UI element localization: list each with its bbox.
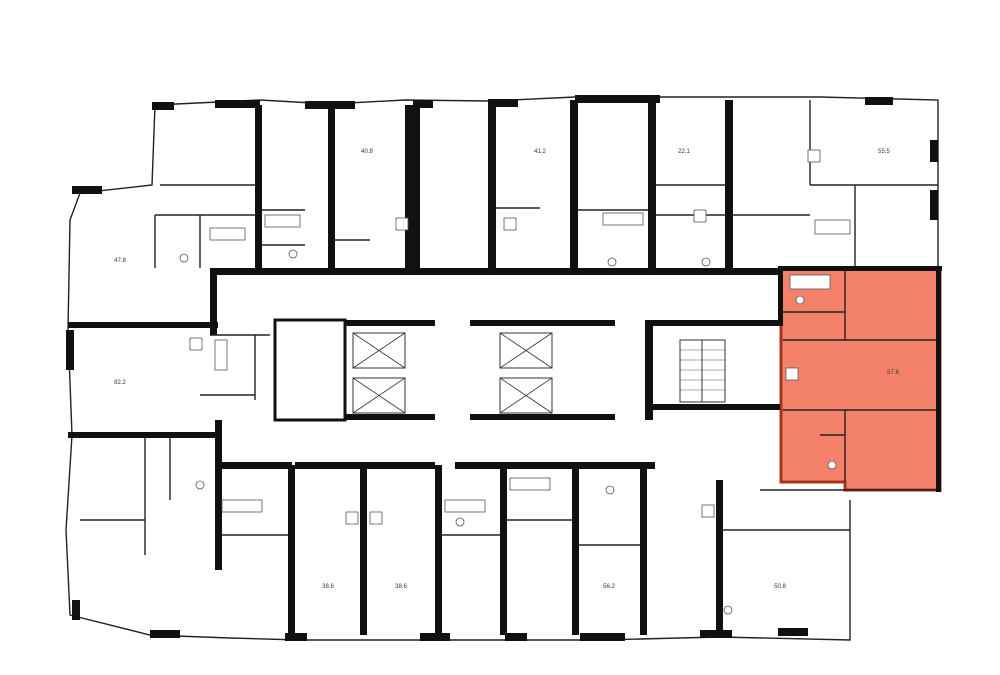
- highlighted-apartment-fill: [779, 266, 942, 492]
- area-labels: 40.8 41.2 22.1 55.5 47.8 82.2 57.6 38.6 …: [114, 149, 899, 590]
- left-wing-walls: [68, 275, 270, 570]
- upper-units-walls: [154, 100, 938, 275]
- highlighted-apartment[interactable]: [779, 266, 942, 492]
- unit-area: 41.2: [534, 149, 546, 155]
- unit-area: 38.6: [322, 584, 334, 590]
- unit-area: 38.6: [395, 584, 407, 590]
- elevator-4: [499, 377, 553, 414]
- unit-area: 47.8: [114, 258, 126, 264]
- unit-area: 50.8: [774, 584, 786, 590]
- highlighted-apartment-walls: [778, 266, 942, 492]
- unit-area: 40.8: [361, 149, 373, 155]
- elevator-1: [352, 332, 406, 369]
- unit-area: 55.5: [878, 149, 890, 155]
- staircase: [679, 339, 726, 403]
- elevator-3: [499, 332, 553, 369]
- unit-area: 56.2: [603, 584, 615, 590]
- unit-area: 22.1: [678, 149, 690, 155]
- lower-units-walls: [222, 462, 850, 635]
- building-core: [273, 318, 780, 422]
- fixtures: [179, 149, 851, 615]
- unit-area: 82.2: [114, 380, 126, 386]
- elevator-2: [352, 377, 406, 414]
- unit-area: 57.6: [887, 370, 899, 376]
